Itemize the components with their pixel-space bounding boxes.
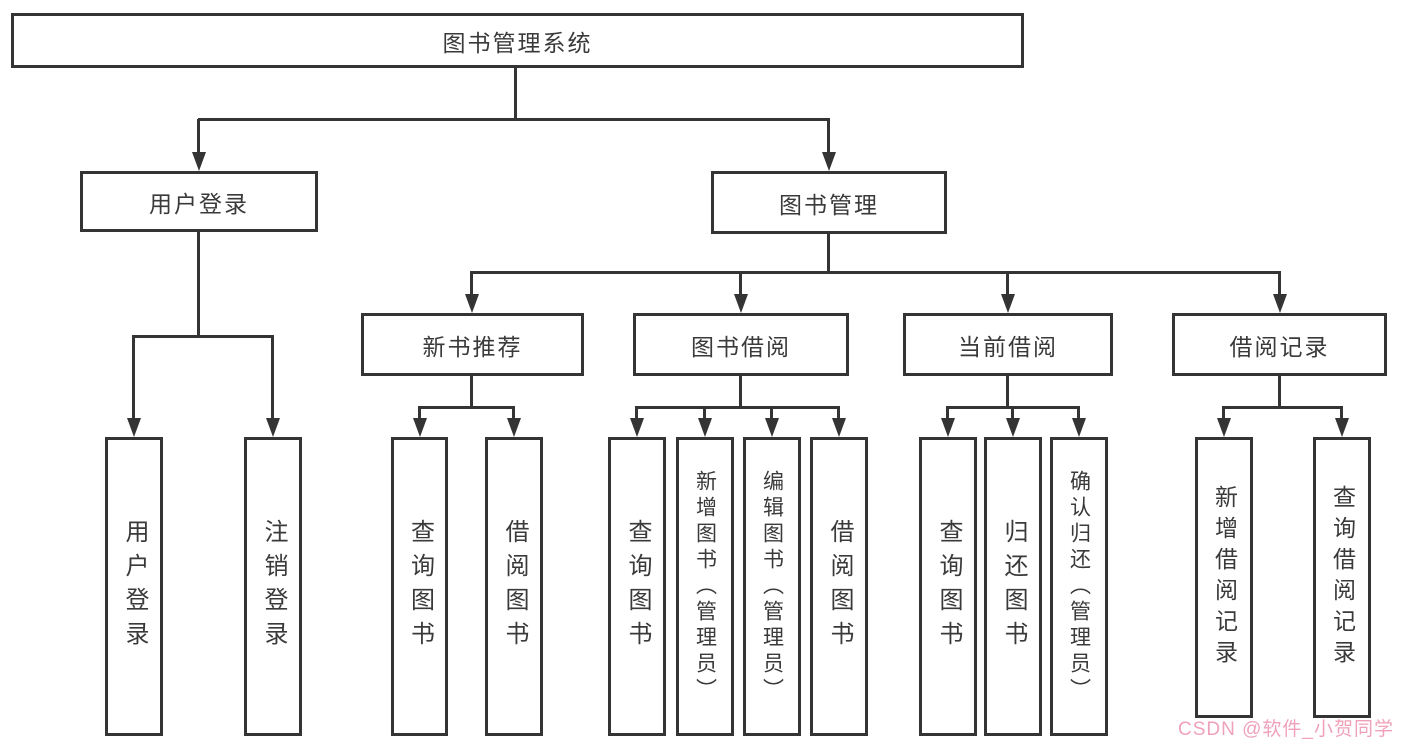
arrowhead-down-icon (507, 418, 521, 437)
edge-vertical (1278, 271, 1281, 297)
node-root-label: 图书管理系统 (442, 29, 593, 56)
edge-vertical (197, 119, 200, 154)
edge-vertical (1278, 376, 1281, 409)
leaf-add-borrow-record: 新增借阅记录 (1195, 437, 1253, 718)
edge-horizontal (636, 406, 840, 409)
node-borrow-records: 借阅记录 (1172, 313, 1387, 376)
leaf-return-book: 归还图书 (984, 437, 1042, 736)
arrowhead-down-icon (698, 418, 712, 437)
edge-vertical (1340, 406, 1343, 420)
leaf-user-login-label: 用户登录 (121, 518, 148, 655)
leaf-logout: 注销登录 (244, 437, 302, 736)
arrowhead-down-icon (941, 418, 955, 437)
arrowhead-down-icon (1217, 418, 1231, 437)
edge-vertical (470, 271, 473, 297)
node-book-borrow: 图书借阅 (633, 313, 849, 376)
leaf-query-book-current-label: 查询图书 (935, 518, 962, 655)
leaf-query-book-recommend: 查询图书 (391, 437, 448, 736)
edge-vertical (1077, 406, 1080, 420)
leaf-query-book-recommend-label: 查询图书 (406, 518, 434, 655)
watermark: CSDN @软件_小贺同学 (1178, 719, 1394, 740)
edge-vertical (770, 406, 773, 420)
leaf-confirm-return-admin: 确认归还（管理员） (1050, 437, 1108, 736)
arrowhead-down-icon (630, 418, 644, 437)
edge-horizontal (133, 335, 274, 338)
leaf-add-book-admin-label: 新增图书（管理员） (693, 469, 717, 704)
edge-horizontal (198, 118, 830, 121)
edge-horizontal (471, 271, 1281, 274)
leaf-return-book-label: 归还图书 (1000, 518, 1027, 655)
leaf-logout-label: 注销登录 (260, 518, 287, 655)
leaf-query-book-borrow: 查询图书 (608, 437, 666, 736)
edge-vertical (1006, 376, 1009, 409)
leaf-borrow-book-recommend-label: 借阅图书 (501, 518, 528, 655)
node-book-management-label: 图书管理 (779, 191, 879, 218)
arrowhead-down-icon (413, 418, 427, 437)
node-user-login: 用户登录 (80, 171, 318, 232)
edge-vertical (418, 406, 421, 420)
edge-vertical (197, 232, 200, 338)
edge-vertical (827, 119, 830, 154)
node-user-login-label: 用户登录 (149, 190, 249, 217)
edge-vertical (703, 406, 706, 420)
edge-vertical (739, 376, 742, 409)
edge-vertical (512, 406, 515, 420)
node-new-book-recommend-label: 新书推荐 (422, 333, 523, 360)
node-new-book-recommend: 新书推荐 (361, 313, 584, 376)
arrowhead-down-icon (465, 294, 479, 313)
leaf-add-book-admin: 新增图书（管理员） (676, 437, 734, 736)
leaf-query-borrow-record-label: 查询借阅记录 (1329, 484, 1356, 671)
node-current-borrow: 当前借阅 (903, 313, 1113, 376)
edge-vertical (271, 335, 274, 420)
leaf-edit-book-admin-label: 编辑图书（管理员） (760, 469, 784, 704)
edge-vertical (946, 406, 949, 420)
arrowhead-down-icon (192, 152, 206, 171)
leaf-query-book-current: 查询图书 (919, 437, 977, 736)
arrowhead-down-icon (1001, 294, 1015, 313)
edge-vertical (1011, 406, 1014, 420)
arrowhead-down-icon (822, 152, 836, 171)
node-current-borrow-label: 当前借阅 (958, 333, 1058, 360)
edge-vertical (739, 271, 742, 297)
leaf-add-borrow-record-label: 新增借阅记录 (1211, 484, 1238, 671)
edge-horizontal (419, 406, 515, 409)
edge-vertical (1222, 406, 1225, 420)
node-root: 图书管理系统 (11, 13, 1024, 68)
edge-vertical (635, 406, 638, 420)
edge-vertical (837, 406, 840, 420)
leaf-query-borrow-record: 查询借阅记录 (1313, 437, 1371, 718)
leaf-borrow-book-recommend: 借阅图书 (485, 437, 543, 736)
node-book-management: 图书管理 (711, 171, 947, 234)
leaf-confirm-return-admin-label: 确认归还（管理员） (1067, 469, 1091, 704)
arrowhead-down-icon (127, 418, 141, 437)
edge-vertical (514, 68, 517, 120)
arrowhead-down-icon (734, 294, 748, 313)
leaf-query-book-borrow-label: 查询图书 (624, 518, 651, 655)
arrowhead-down-icon (1072, 418, 1086, 437)
leaf-edit-book-admin: 编辑图书（管理员） (743, 437, 801, 736)
arrowhead-down-icon (266, 418, 280, 437)
edge-vertical (1006, 271, 1009, 297)
node-borrow-records-label: 借阅记录 (1229, 333, 1330, 360)
leaf-user-login: 用户登录 (105, 437, 163, 736)
arrowhead-down-icon (1335, 418, 1349, 437)
arrowhead-down-icon (1006, 418, 1020, 437)
arrowhead-down-icon (765, 418, 779, 437)
leaf-borrow-book: 借阅图书 (810, 437, 868, 736)
edge-vertical (470, 376, 473, 409)
edge-horizontal (1223, 406, 1343, 409)
arrowhead-down-icon (1273, 294, 1287, 313)
edge-vertical (827, 234, 830, 274)
node-book-borrow-label: 图书借阅 (691, 333, 791, 360)
leaf-borrow-book-label: 借阅图书 (826, 518, 853, 655)
arrowhead-down-icon (832, 418, 846, 437)
edge-vertical (132, 335, 135, 420)
